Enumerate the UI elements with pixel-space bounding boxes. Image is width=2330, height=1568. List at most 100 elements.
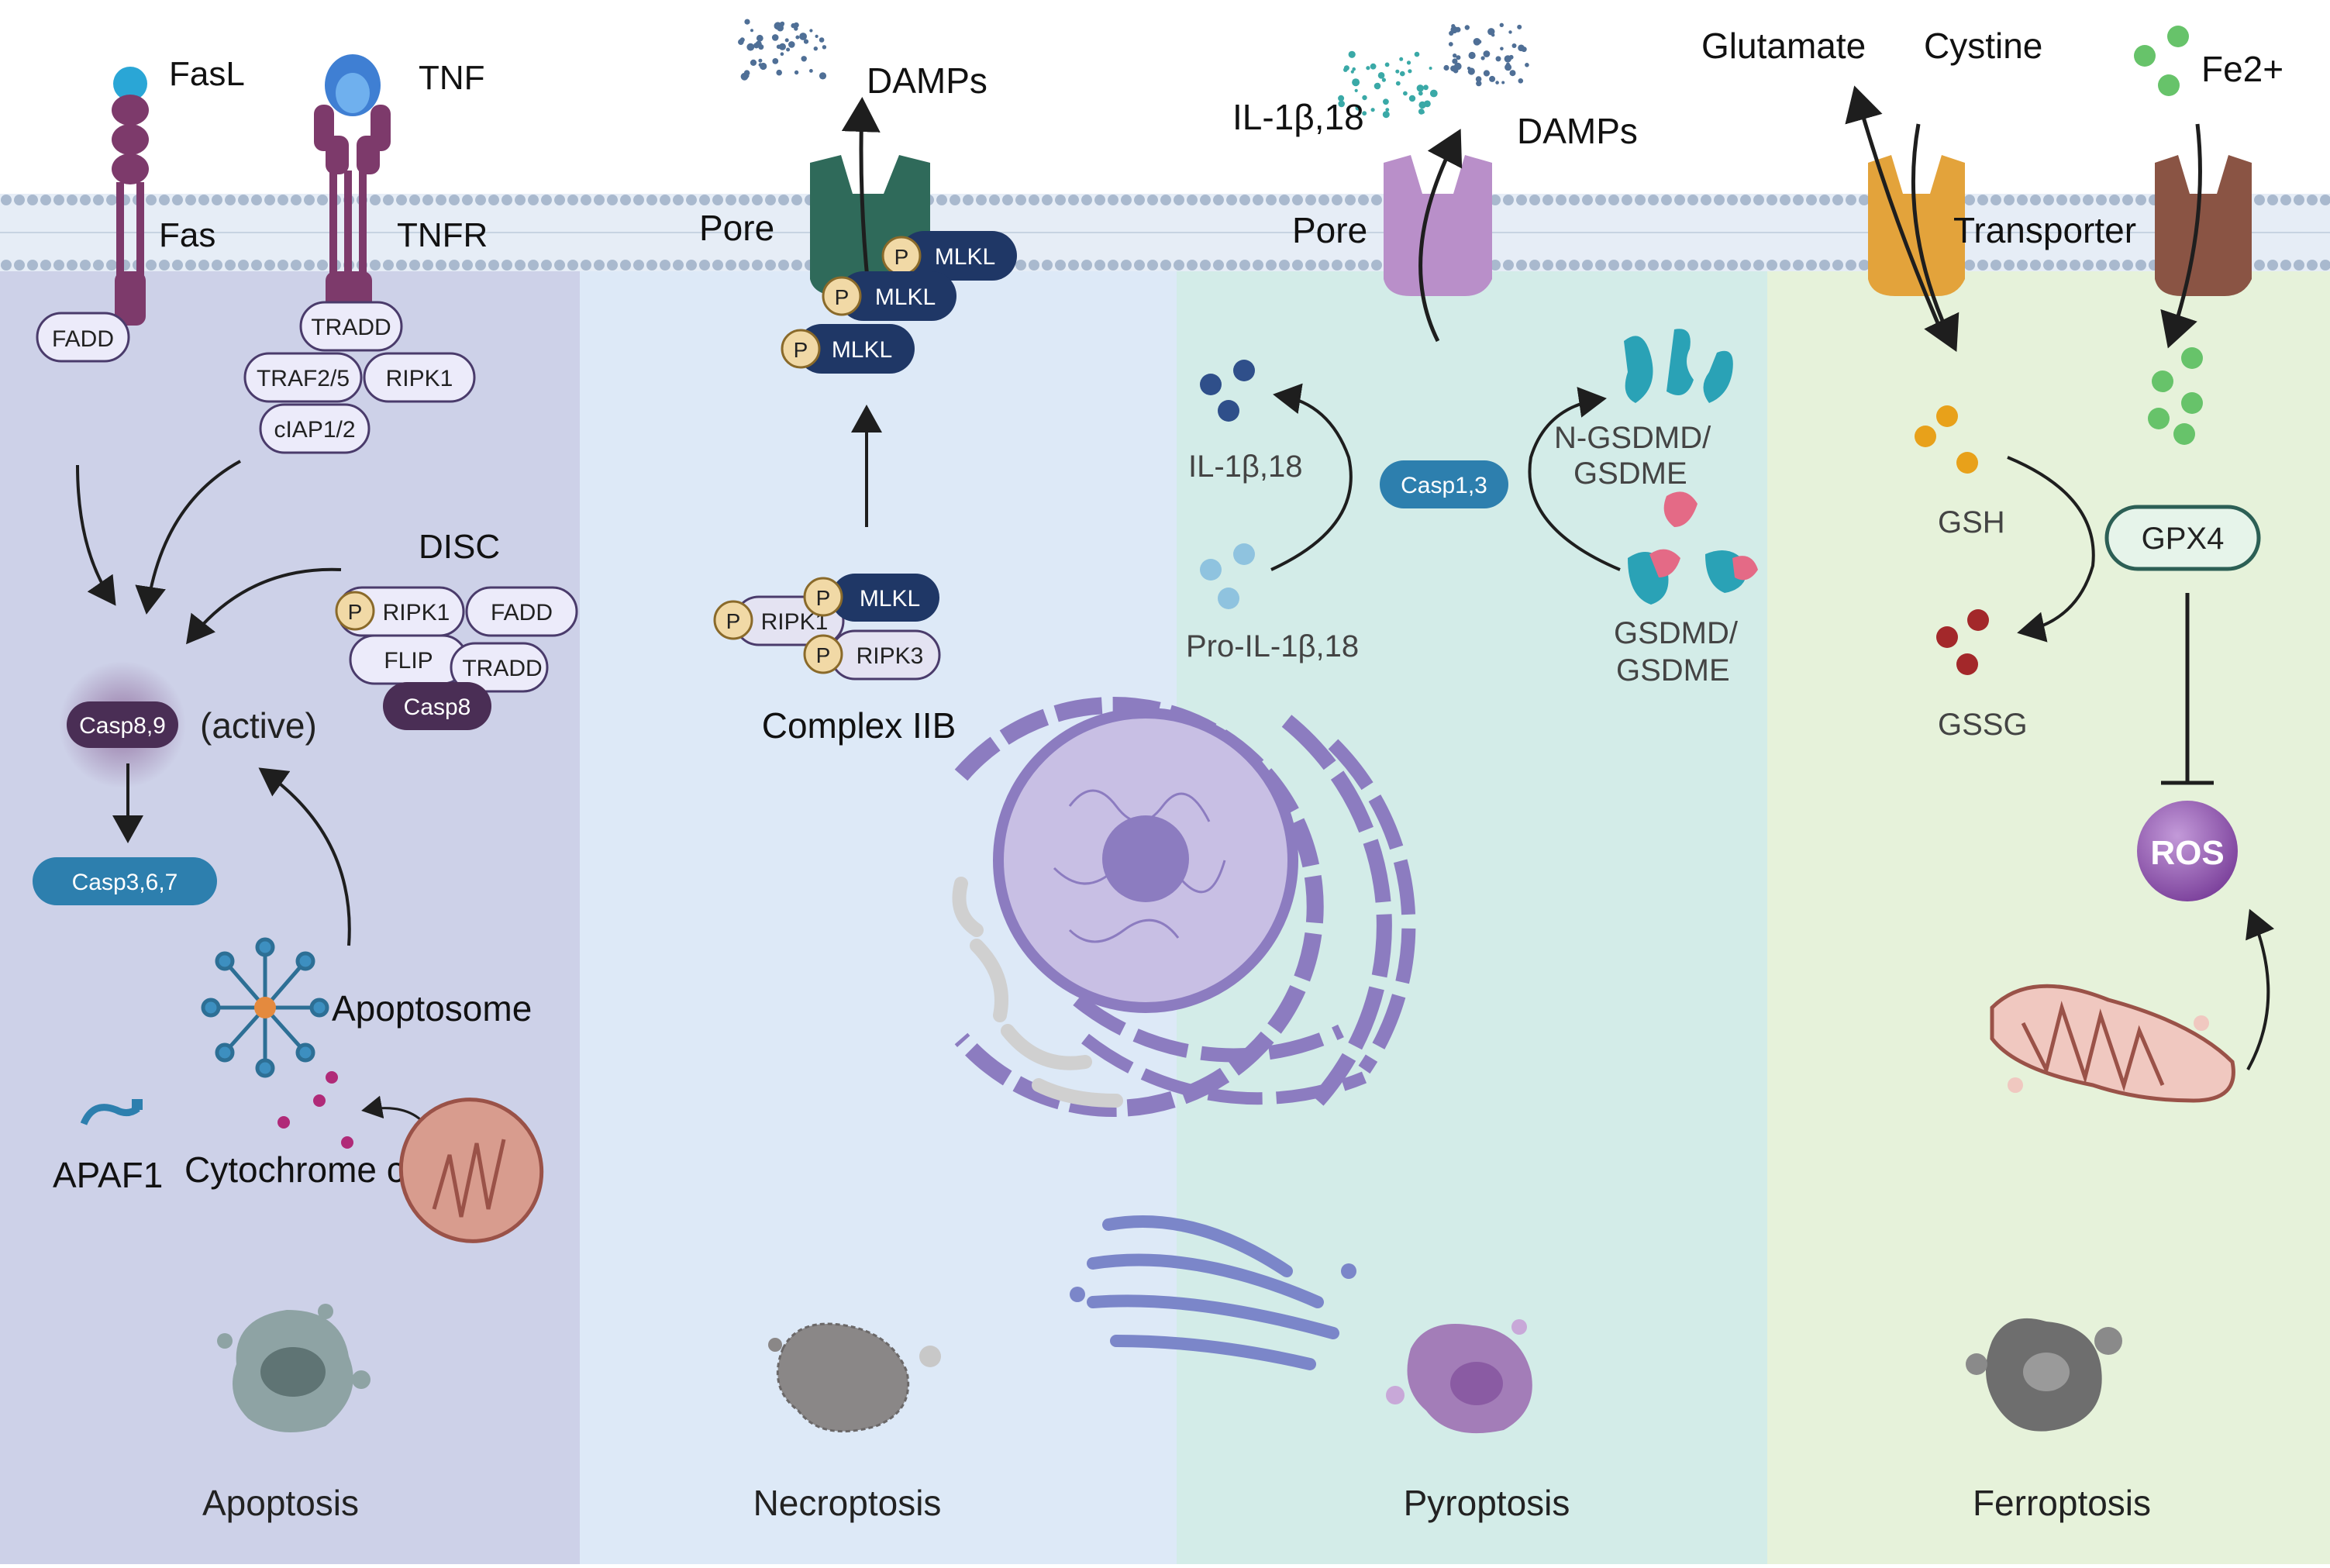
svg-text:P: P: [726, 609, 741, 633]
gsdmd-label-2: GSDME: [1616, 653, 1730, 688]
arrow-apoptosome-to-casp: [258, 767, 351, 946]
arrow-disc-to-casp: [186, 567, 342, 645]
casp13-box: Casp1,3: [1380, 460, 1508, 508]
gsdmd-pore: [1384, 155, 1492, 296]
svg-text:FADD: FADD: [491, 600, 553, 625]
transporter-label: Transporter: [1953, 210, 2136, 250]
gsh-dots: [1915, 405, 1978, 474]
gsdmd-label-1: GSDMD/: [1614, 616, 1739, 650]
svg-text:TRADD: TRADD: [311, 315, 391, 340]
nucleus-er-icon: [954, 697, 1416, 1117]
active-label: (active): [200, 705, 317, 746]
svg-text:P: P: [348, 600, 363, 624]
pore-left-label: Pore: [699, 208, 774, 248]
svg-text:MLKL: MLKL: [860, 586, 920, 612]
tradd-box: TRADD: [299, 301, 403, 352]
pore-right-label: Pore: [1292, 210, 1367, 250]
svg-text:TRADD: TRADD: [462, 656, 542, 681]
svg-text:RIPK3: RIPK3: [857, 643, 924, 669]
casp89-active: Casp8,9: [67, 701, 178, 748]
apoptosome-icon: [201, 937, 329, 1078]
mitochondrion-apoptosis: [398, 1098, 544, 1243]
svg-text:RIPK1: RIPK1: [386, 366, 453, 391]
tnf-label: TNF: [419, 59, 485, 97]
arrow-cystine-in: [1911, 123, 1959, 353]
fe-dots: [2134, 26, 2189, 96]
panel-title-ferroptosis: Ferroptosis: [1973, 1483, 2151, 1523]
svg-text:TRAF2/5: TRAF2/5: [257, 366, 350, 391]
arrow-gsdmd-to-ngsdmd: [1528, 387, 1621, 571]
il-mature-dots: [1200, 360, 1255, 422]
complex-iib-label: Complex IIB: [762, 705, 956, 746]
svg-text:P: P: [794, 338, 808, 362]
cytochrome-label: Cytochrome c: [184, 1149, 405, 1190]
gssg-dots: [1936, 609, 1989, 675]
mitochondrion-ferroptosis: [1990, 984, 2235, 1103]
svg-text:P: P: [835, 285, 850, 309]
arrow-pro-il-to-il: [1270, 383, 1353, 571]
panel-title-pyroptosis: Pyroptosis: [1404, 1483, 1570, 1523]
vesicles-icon: [952, 877, 1123, 1108]
disc-label: DISC: [419, 528, 500, 566]
damps-left-label: DAMPs: [867, 60, 987, 101]
casp367-box: Casp3,6,7: [33, 857, 217, 905]
arrow-tnfr-to-casp: [135, 460, 241, 615]
arrow-pore-out: [841, 97, 881, 288]
svg-text:MLKL: MLKL: [832, 337, 892, 363]
fe-transporter: [2155, 155, 2252, 296]
n-gsdmd-icon: [1624, 329, 1733, 403]
ros-icon: ROS: [2137, 801, 2238, 901]
arrow-fe-in: [2160, 123, 2202, 349]
fas-label: Fas: [159, 216, 215, 254]
apoptotic-cell-icon: [217, 1304, 371, 1432]
svg-text:P: P: [816, 643, 831, 667]
svg-text:P: P: [894, 245, 909, 269]
il-mature-label: IL-1β,18: [1188, 450, 1303, 484]
arrow-gsh-to-gssg: [2007, 456, 2095, 643]
apaf1-icon: [80, 1099, 143, 1125]
necroptotic-cell-icon: [768, 1322, 941, 1433]
fas-receptor: [112, 67, 149, 326]
arrow-mito-to-ros: [2246, 908, 2275, 1070]
svg-text:Casp8: Casp8: [404, 694, 471, 720]
svg-text:MLKL: MLKL: [935, 244, 995, 270]
svg-text:ROS: ROS: [2150, 834, 2224, 872]
mlkl-oligomer: MLKL P MLKL P MLKL P: [781, 231, 1017, 374]
pro-il-dots: [1200, 543, 1255, 609]
tnfr-receptor: [314, 54, 391, 318]
ferroptotic-cell-icon: [1966, 1318, 2122, 1432]
arrow-pyro-pore-out: [1418, 129, 1463, 343]
gsdmd-icon: [1628, 491, 1758, 605]
tnfr-label: TNFR: [397, 216, 488, 254]
il-top-label: IL-1β,18: [1232, 97, 1364, 137]
cystine-label: Cystine: [1924, 26, 2042, 66]
damps-right-label: DAMPs: [1517, 111, 1638, 151]
damps-particles-right: [1443, 22, 1529, 87]
gssg-label: GSSG: [1938, 708, 2028, 742]
svg-text:FLIP: FLIP: [384, 648, 433, 674]
svg-text:RIPK1: RIPK1: [383, 600, 450, 625]
svg-text:GPX4: GPX4: [2142, 522, 2225, 556]
svg-text:cIAP1/2: cIAP1/2: [274, 417, 355, 443]
svg-text:P: P: [816, 586, 831, 610]
complex-iib: RIPK1 P MLKL P RIPK3 P: [713, 574, 941, 681]
gsh-label: GSH: [1938, 505, 2005, 539]
fadd-box: FADD: [36, 312, 130, 363]
svg-text:Casp1,3: Casp1,3: [1401, 473, 1487, 498]
ferrous-dots: [2148, 347, 2203, 445]
gpx4-box: GPX4: [2104, 505, 2261, 571]
ciap-box: cIAP1/2: [259, 403, 371, 454]
damps-particles-left: [738, 19, 827, 81]
glutamate-label: Glutamate: [1701, 26, 1866, 66]
fe-label: Fe2+: [2201, 49, 2283, 89]
svg-text:MLKL: MLKL: [875, 284, 936, 310]
svg-text:FADD: FADD: [52, 326, 114, 352]
cytochrome-dots: [277, 1071, 353, 1149]
pyroptotic-cell-icon: [1386, 1319, 1532, 1434]
pro-il-label: Pro-IL-1β,18: [1186, 629, 1359, 663]
apaf1-label: APAF1: [53, 1155, 163, 1195]
arrow-fadd-to-casp: [76, 464, 116, 606]
n-gsdmd-label-2: GSDME: [1573, 457, 1687, 491]
arrow-glutamate-out: [1845, 85, 1948, 343]
